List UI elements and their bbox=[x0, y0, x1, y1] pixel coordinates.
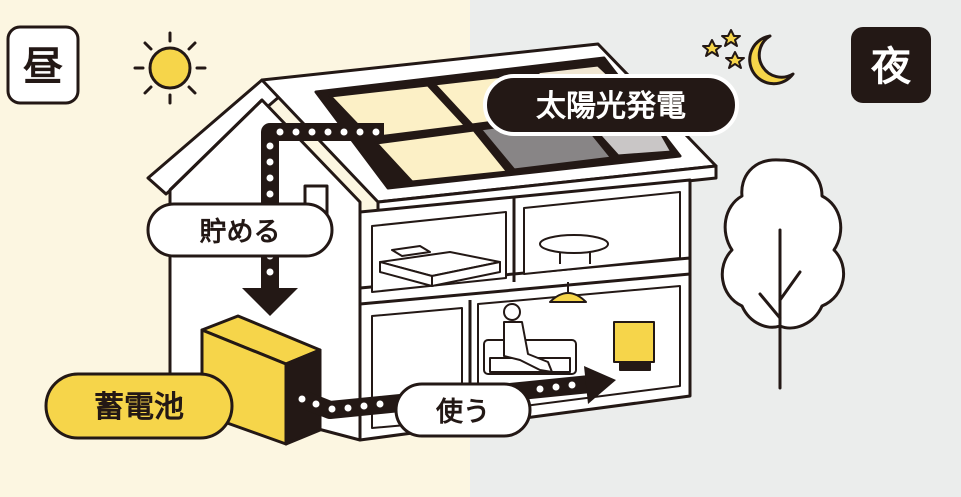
ceiling-lamp bbox=[549, 282, 587, 303]
solar-label-pill: 太陽光発電 bbox=[483, 74, 739, 136]
day-label: 昼 bbox=[23, 44, 63, 90]
store-label-pill: 貯める bbox=[146, 202, 334, 258]
use-label: 使う bbox=[435, 397, 490, 428]
sofa-person bbox=[483, 303, 577, 375]
stars-icon bbox=[702, 29, 745, 69]
round-table bbox=[539, 234, 609, 264]
use-label-pill: 使う bbox=[394, 382, 532, 438]
moon-icon bbox=[748, 34, 795, 86]
store-label: 貯める bbox=[200, 217, 281, 248]
night-label: 夜 bbox=[870, 44, 912, 90]
day-badge: 昼 bbox=[6, 25, 80, 105]
room-lower-right bbox=[477, 285, 681, 413]
night-badge: 夜 bbox=[851, 27, 931, 103]
bed bbox=[379, 245, 501, 287]
battery-label-pill: 蓄電池 bbox=[44, 372, 234, 440]
sun-icon bbox=[133, 31, 207, 105]
battery-label: 蓄電池 bbox=[94, 390, 184, 425]
tree-icon bbox=[720, 158, 845, 390]
tv-icon bbox=[613, 321, 655, 371]
solar-label: 太陽光発電 bbox=[536, 89, 686, 124]
